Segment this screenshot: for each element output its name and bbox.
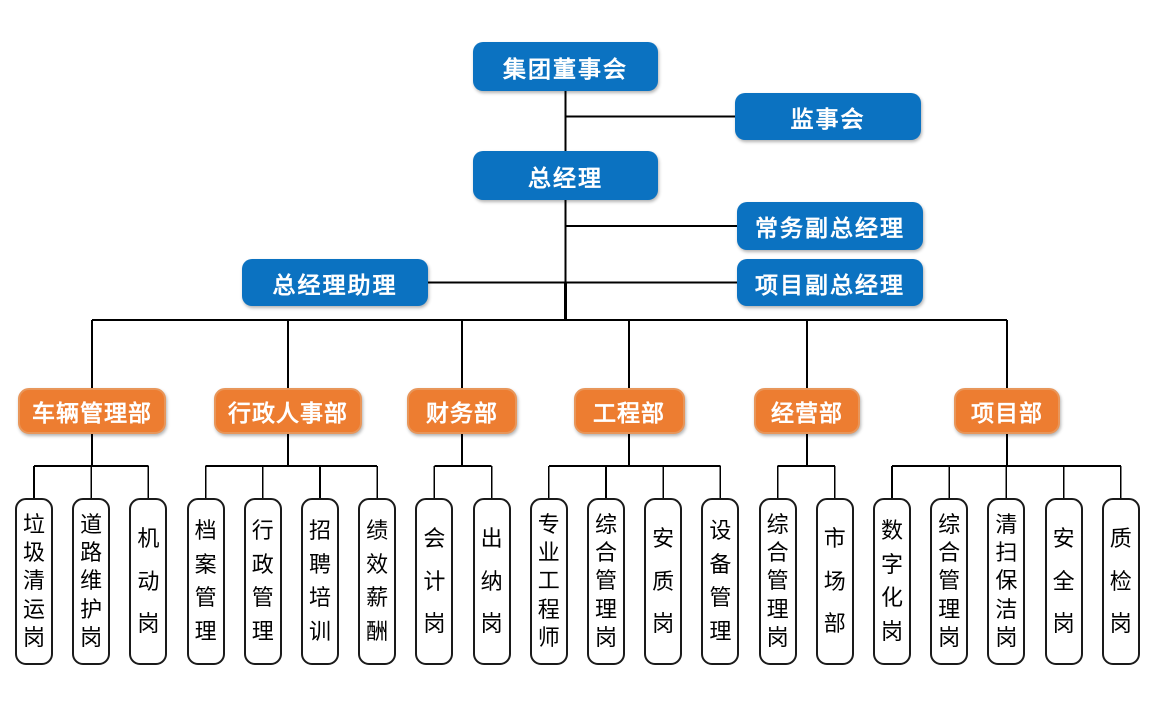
position-node: 清扫保洁岗 bbox=[987, 498, 1026, 665]
position-node: 出纳岗 bbox=[472, 498, 511, 665]
position-node: 招聘培训 bbox=[301, 498, 339, 665]
exec-node-general-manager-assistant: 总经理助理 bbox=[242, 259, 428, 306]
exec-node-supervisory-board: 监事会 bbox=[735, 93, 921, 140]
dept-node-vehicle-management-dept: 车辆管理部 bbox=[18, 388, 166, 434]
position-node: 机动岗 bbox=[129, 498, 168, 665]
position-node: 市场部 bbox=[815, 498, 854, 665]
exec-node-executive-deputy-general-manager: 常务副总经理 bbox=[737, 202, 923, 250]
position-node: 绩效薪酬 bbox=[358, 498, 397, 665]
position-node: 会计岗 bbox=[415, 498, 454, 665]
exec-node-board-of-directors: 集团董事会 bbox=[473, 42, 658, 91]
exec-node-project-deputy-general-manager: 项目副总经理 bbox=[737, 259, 923, 306]
position-node: 安质岗 bbox=[644, 498, 683, 665]
dept-node-engineering-dept: 工程部 bbox=[573, 388, 685, 434]
dept-node-project-dept: 项目部 bbox=[954, 388, 1060, 434]
position-node: 综合管理岗 bbox=[587, 498, 625, 665]
position-node: 垃圾清运岗 bbox=[15, 498, 53, 665]
exec-node-general-manager: 总经理 bbox=[473, 151, 658, 200]
dept-node-admin-hr-dept: 行政人事部 bbox=[214, 388, 362, 434]
position-node: 质检岗 bbox=[1101, 498, 1140, 665]
position-node: 数字化岗 bbox=[873, 498, 911, 665]
position-node: 档案管理 bbox=[186, 498, 225, 665]
dept-node-operations-dept: 经营部 bbox=[754, 388, 860, 434]
position-node: 专业工程师 bbox=[529, 498, 568, 665]
position-node: 安全岗 bbox=[1044, 498, 1083, 665]
dept-node-finance-dept: 财务部 bbox=[407, 388, 517, 434]
position-node: 综合管理岗 bbox=[758, 498, 797, 665]
position-node: 行政管理 bbox=[243, 498, 282, 665]
position-node: 设备管理 bbox=[701, 498, 740, 665]
position-node: 综合管理岗 bbox=[930, 498, 969, 665]
position-node: 道路维护岗 bbox=[72, 498, 111, 665]
